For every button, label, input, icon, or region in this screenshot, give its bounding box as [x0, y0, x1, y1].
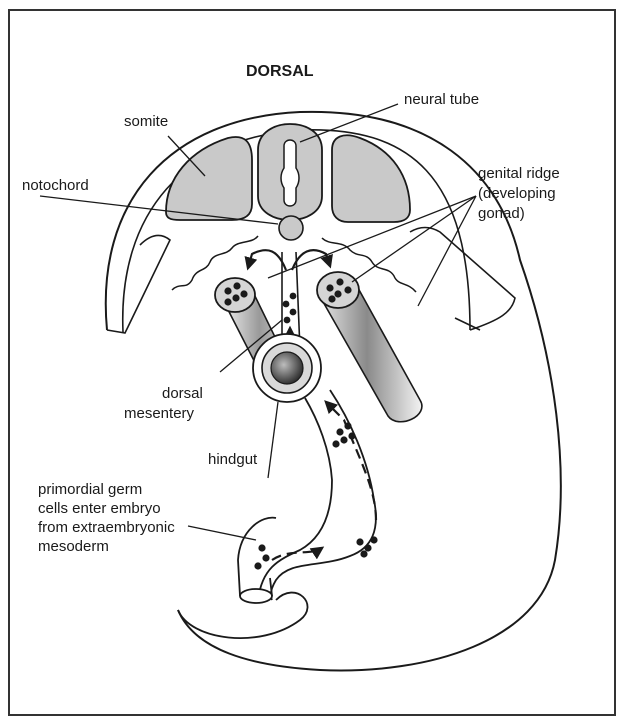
right-body-wall: [410, 228, 515, 331]
migration-arrow-upper: [326, 402, 376, 520]
yolk-stalk-opening: [240, 589, 272, 603]
right-body-wall-outer: [455, 318, 480, 330]
title-dorsal: DORSAL: [246, 63, 314, 80]
migration-arrow-right: [292, 250, 330, 270]
label-germ-cells-line3: from extraembryonic: [38, 519, 175, 536]
right-genital-ridge: [317, 272, 359, 308]
leader-genital-ridge-3: [418, 196, 476, 306]
leader-hindgut: [268, 402, 278, 478]
hindgut-extension-outer: [258, 398, 332, 600]
hindgut-lumen: [271, 352, 303, 384]
germ-cells-mesentery: [283, 293, 297, 324]
label-neural-tube: neural tube: [404, 91, 479, 108]
label-genital-ridge-line2: (developing: [478, 185, 556, 202]
notochord: [279, 216, 303, 240]
migration-arrow-lower: [272, 548, 322, 560]
label-somite: somite: [124, 113, 168, 130]
label-germ-cells-line1: primordial germ: [38, 481, 142, 498]
label-genital-ridge-line3: gonad): [478, 205, 525, 222]
migration-arrow-left: [248, 250, 286, 270]
yolk-stalk-tube: [238, 518, 276, 596]
label-dorsal-mesentery-line1: dorsal: [162, 385, 203, 402]
leader-germ-cells: [188, 526, 256, 540]
hindgut-extension-inner: [271, 390, 376, 600]
label-hindgut: hindgut: [208, 451, 258, 468]
label-germ-cells-line4: mesoderm: [38, 538, 109, 555]
label-notochord: notochord: [22, 177, 89, 194]
label-germ-cells-line2: cells enter embryo: [38, 500, 161, 517]
neural-tube-lumen: [281, 140, 299, 206]
label-genital-ridge-line1: genital ridge: [478, 165, 560, 182]
label-dorsal-mesentery-line2: mesentery: [124, 405, 195, 422]
left-body-wall: [107, 235, 170, 333]
